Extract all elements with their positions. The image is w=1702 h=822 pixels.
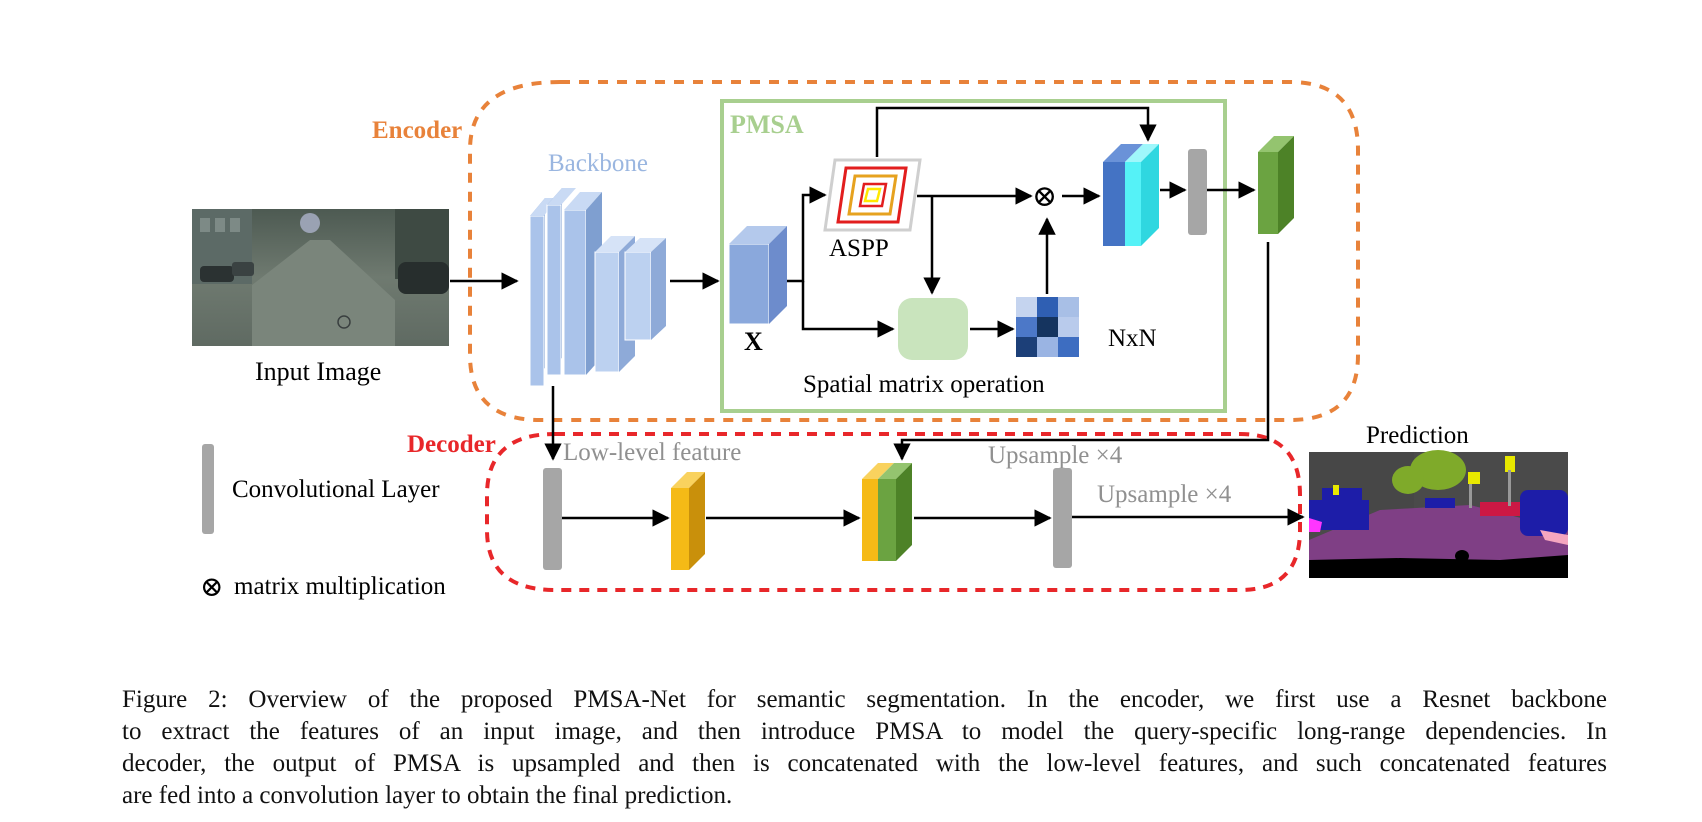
legend-conv-label: Convolutional Layer xyxy=(232,476,440,503)
nxn-label: NxN xyxy=(1108,325,1157,352)
lowlevel-feature-block xyxy=(671,472,705,570)
upsample-bottom-label: Upsample ×4 xyxy=(1097,481,1232,508)
pmsa-label: PMSA xyxy=(730,110,804,139)
arrow-x-spatial xyxy=(801,281,895,338)
arrow-aspp-skip xyxy=(875,106,1157,157)
spatial-op-block xyxy=(898,298,968,360)
caption-line-1: Figure 2: Overview of the proposed PMSA-… xyxy=(122,686,1607,713)
upsample-top-label: Upsample ×4 xyxy=(988,442,1123,469)
prediction-label: Prediction xyxy=(1366,422,1469,449)
concat-block-encoder xyxy=(1103,144,1159,246)
input-image-label: Input Image xyxy=(255,357,381,386)
pmsa-output-block xyxy=(1258,136,1294,234)
backbone-blocks xyxy=(529,188,666,387)
pmsa-box xyxy=(720,99,1227,413)
encoder-label: Encoder xyxy=(372,117,462,144)
conv-layer-encoder xyxy=(1188,149,1207,235)
x-feature-block xyxy=(728,226,787,325)
conv-layer-decoder-1 xyxy=(543,468,562,570)
input-image xyxy=(192,209,449,346)
aspp-icon xyxy=(823,158,922,232)
legend-conv-swatch xyxy=(202,444,214,534)
caption-line-4: are fed into a convolution layer to obta… xyxy=(122,782,733,809)
decoder-region xyxy=(485,432,1302,592)
concat-block-decoder xyxy=(862,463,912,561)
arrow-pmsa-upsample xyxy=(893,242,1270,461)
arrow-x-aspp xyxy=(787,186,827,283)
backbone-label: Backbone xyxy=(548,150,648,177)
prediction-map xyxy=(1309,450,1568,578)
caption-line-3: decoder, the output of PMSA is upsampled… xyxy=(122,750,1607,777)
legend-matmul-label: matrix multiplication xyxy=(234,573,446,600)
spatial-matrix-label: Spatial matrix operation xyxy=(803,371,1045,398)
matmul-symbol: ⊗ xyxy=(1032,180,1057,213)
figure-caption: Figure 2: Overview of the proposed PMSA-… xyxy=(122,684,1607,812)
nxn-matrix xyxy=(1016,297,1079,357)
x-label: X xyxy=(744,327,763,356)
low-level-label: Low-level feature xyxy=(563,439,741,466)
encoder-region xyxy=(468,80,1360,422)
caption-line-2: to extract the features of an input imag… xyxy=(122,718,1607,745)
conv-layer-decoder-2 xyxy=(1053,468,1072,568)
legend-matmul-symbol: ⊗ xyxy=(200,572,223,603)
aspp-label: ASPP xyxy=(829,235,889,262)
decoder-label: Decoder xyxy=(407,431,496,458)
